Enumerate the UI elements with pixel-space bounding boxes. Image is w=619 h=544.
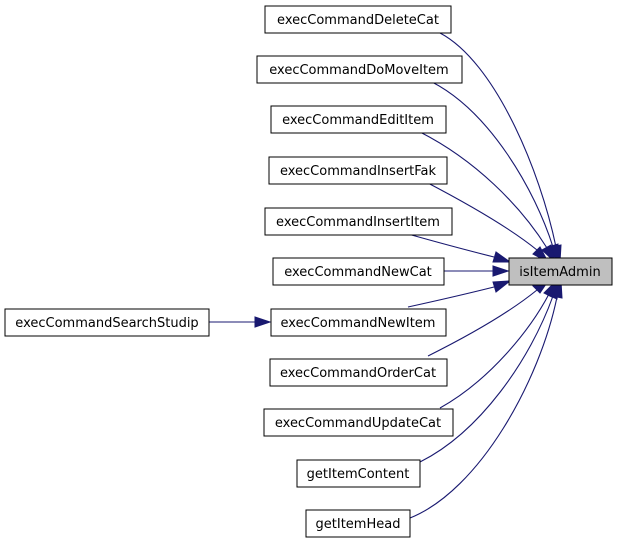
node-label: execCommandEditItem (282, 113, 434, 128)
edge-execCommandSearchStudip (209, 316, 272, 328)
node-execCommandNewCat[interactable]: execCommandNewCat (272, 257, 445, 286)
node-execCommandSearchStudip[interactable]: execCommandSearchStudip (4, 308, 210, 337)
edge-execCommandNewItem (407, 280, 512, 308)
node-label: execCommandNewItem (281, 316, 436, 331)
node-execCommandOrderCat[interactable]: execCommandOrderCat (269, 358, 448, 387)
node-label: execCommandSearchStudip (15, 316, 198, 331)
node-label: execCommandDeleteCat (277, 13, 439, 28)
node-label: execCommandInsertFak (280, 164, 437, 179)
node-execCommandNewItem[interactable]: execCommandNewItem (270, 308, 447, 337)
node-label-target: isItemAdmin (519, 265, 600, 280)
node-execCommandInsertFak[interactable]: execCommandInsertFak (268, 156, 448, 185)
edge-execCommandInsertItem (407, 233, 512, 263)
node-execCommandDeleteCat[interactable]: execCommandDeleteCat (264, 5, 452, 34)
node-label: execCommandNewCat (284, 265, 432, 280)
node-label: execCommandOrderCat (280, 366, 436, 381)
node-label: execCommandDoMoveItem (269, 63, 448, 78)
node-label: execCommandInsertItem (276, 215, 440, 230)
node-label: getItemContent (307, 467, 410, 482)
node-getItemContent[interactable]: getItemContent (296, 459, 421, 488)
node-execCommandUpdateCat[interactable]: execCommandUpdateCat (263, 408, 454, 437)
node-getItemHead[interactable]: getItemHead (305, 509, 411, 538)
node-execCommandDoMoveItem[interactable]: execCommandDoMoveItem (256, 55, 463, 84)
node-label: execCommandUpdateCat (275, 416, 441, 431)
node-isItemAdmin[interactable]: isItemAdmin (508, 257, 613, 286)
edge-execCommandUpdateCat (439, 279, 557, 409)
edge-execCommandNewCat (444, 265, 510, 277)
node-execCommandEditItem[interactable]: execCommandEditItem (270, 105, 447, 134)
node-label: getItemHead (316, 517, 401, 532)
node-execCommandInsertItem[interactable]: execCommandInsertItem (264, 207, 453, 236)
